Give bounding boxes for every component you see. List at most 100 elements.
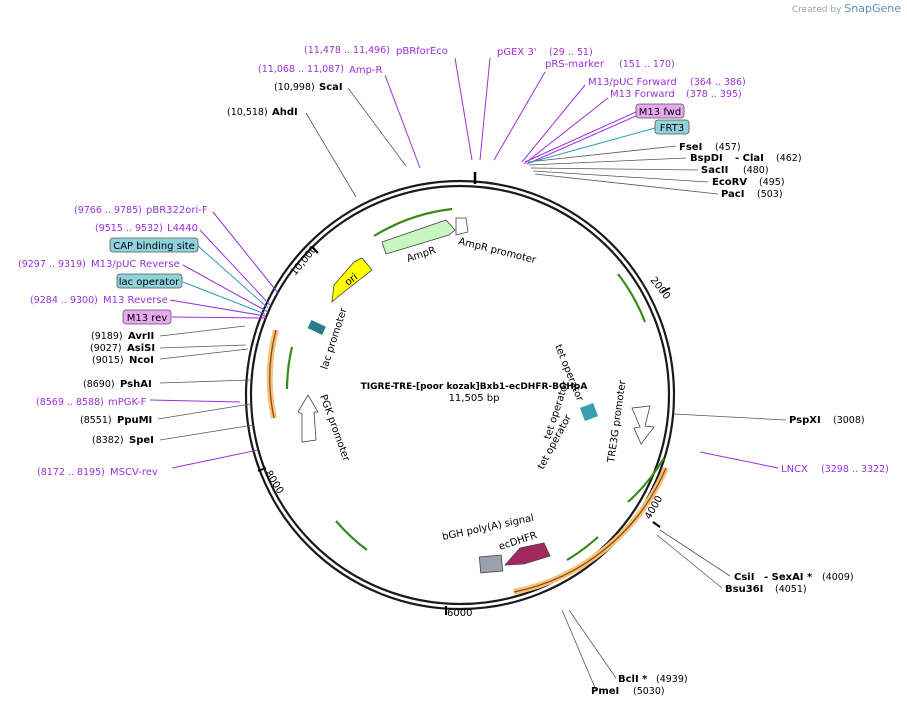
site-paci-pos: (503) (757, 189, 783, 200)
box-lac-operator (116, 273, 183, 289)
site-ecorv-pos: (495) (759, 177, 785, 188)
site-scai: ScaI (319, 82, 343, 93)
site-ppumi: PpuMI (117, 415, 152, 426)
site-csii-sep: - SexAI * (764, 572, 813, 583)
box-lac-operator-label: lac operator (119, 277, 180, 288)
feature-ampr: AmpR (406, 245, 438, 265)
site-bcli-pos: (4939) (656, 674, 688, 685)
ampr-arrow (381, 219, 456, 255)
ori-arrow (331, 257, 373, 303)
orf-arrow-5 (335, 520, 368, 551)
site-bspdi: BspDI (690, 153, 723, 164)
primer-pbrforeco-pos: (11,478 .. 11,496) (304, 45, 390, 56)
primer-m13puc-reverse: M13/pUC Reverse (91, 259, 180, 270)
primer-ampr-pos: (11,068 .. 11,087) (258, 64, 344, 75)
primer-pgex3: pGEX 3' (497, 47, 537, 58)
site-asisi-pos: (9027) (90, 343, 122, 354)
primer-pbrforeco: pBRforEco (396, 46, 448, 57)
site-bspdi-sep: - ClaI (735, 153, 764, 164)
site-ncoi: NcoI (129, 355, 154, 366)
pgk-promoter-arrow (297, 394, 319, 443)
primer-m13-reverse-pos: (9284 .. 9300) (30, 295, 98, 306)
primer-lncx: LNCX (781, 464, 808, 475)
site-asisi: AsiSI (127, 343, 155, 354)
box-frt3 (654, 119, 690, 135)
site-pshai-pos: (8690) (83, 379, 115, 390)
orf-arrow-4 (566, 536, 599, 561)
site-pshai: PshAI (120, 379, 152, 390)
plasmid-name: TIGRE-TRE-[poor kozak]Bxb1-ecDHFR-BGHpA (361, 382, 588, 392)
primer-pbr322ori-f-pos: (9766 .. 9785) (74, 205, 142, 216)
orf-arrow-6 (285, 346, 294, 390)
credit-prefix: Created by (791, 5, 842, 15)
orf-arrow-1 (373, 207, 453, 237)
site-bsu36i-pos: (4051) (775, 584, 807, 595)
site-ecorv: EcoRV (712, 177, 747, 188)
site-pmei-pos: (5030) (633, 686, 665, 697)
site-csii-pos: (4009) (822, 572, 854, 583)
primer-pgex3-pos: (29 .. 51) (549, 47, 593, 58)
bgh-polya-block (478, 554, 504, 574)
primer-m13puc-forward-pos: (364 .. 386) (690, 77, 746, 88)
site-paci: PacI (721, 189, 744, 200)
primer-l4440-pos: (9515 .. 9532) (95, 223, 163, 234)
orf-arc-left-line (269, 329, 277, 419)
site-ncoi-pos: (9015) (92, 355, 124, 366)
site-bspdi-pos: (462) (776, 153, 802, 164)
primer-mpgk-f: mPGK-F (108, 397, 147, 408)
site-spei-pos: (8382) (92, 435, 124, 446)
site-bcli: BclI * (618, 674, 648, 685)
site-pspxi: PspXI (789, 415, 821, 426)
ampr-promoter-arrow (455, 217, 469, 236)
primer-mscv-rev-pos: (8172 .. 8195) (37, 467, 105, 478)
backbone-outer (244, 179, 676, 611)
site-csii: CsiI (734, 572, 754, 583)
site-avrii: AvrII (128, 331, 154, 342)
site-bsu36i: Bsu36I (725, 584, 763, 595)
backbone-inner (249, 184, 671, 606)
box-m13-fwd (635, 103, 685, 119)
site-pmei: PmeI (591, 686, 619, 697)
feature-pgk-promoter: PGK promoter (317, 393, 352, 463)
orf-arrow-3 (627, 457, 665, 503)
ecdhfr-arrow (504, 542, 551, 566)
lac-promoter-block (307, 319, 326, 335)
primer-l4440: L4440 (167, 223, 198, 234)
box-m13-rev-label: M13 rev (127, 313, 168, 324)
tre3g-promoter-arrow (631, 405, 655, 445)
primer-m13-forward: M13 Forward (610, 89, 675, 100)
site-fsei: FseI (679, 142, 702, 153)
snapgene-credit: Created by SnapGene (792, 2, 901, 15)
site-avrii-pos: (9189) (91, 331, 123, 342)
feature-lac-promoter: lac promoter (319, 306, 350, 371)
box-m13-fwd-label: M13 fwd (639, 107, 681, 118)
site-sacii-pos: (480) (743, 165, 769, 176)
feature-ampr-promoter: AmpR promoter (457, 236, 538, 266)
tick-6000: 6000 (447, 608, 472, 619)
primer-lncx-pos: (3298 .. 3322) (821, 464, 889, 475)
site-sacii: SacII (701, 165, 728, 176)
primer-prs-marker: pRS-marker (545, 59, 605, 70)
tet-operator-block (580, 403, 598, 421)
primer-mscv-rev: MSCV-rev (110, 467, 158, 478)
primer-ampr: Amp-R (349, 65, 383, 76)
primer-m13puc-forward: M13/pUC Forward (588, 77, 677, 88)
site-ppumi-pos: (8551) (80, 415, 112, 426)
box-cap-binding-site (109, 237, 199, 253)
plasmid-length: 11,505 bp (449, 393, 500, 404)
site-scai-pos: (10,998) (274, 82, 315, 93)
site-pspxi-pos: (3008) (833, 415, 865, 426)
site-fsei-pos: (457) (715, 142, 741, 153)
box-frt3-label: FRT3 (660, 123, 684, 134)
site-ahdi-pos: (10,518) (227, 107, 268, 118)
primer-m13-forward-pos: (378 .. 395) (686, 89, 742, 100)
orf-arc-right-line (513, 467, 667, 593)
orf-arrow-2 (617, 273, 647, 323)
feature-tre3g-promoter: TRE3G promoter (606, 379, 629, 465)
box-cap-binding-site-label: CAP binding site (113, 241, 195, 252)
primer-m13-reverse: M13 Reverse (103, 295, 168, 306)
primer-pbr322ori-f: pBR322ori-F (146, 205, 208, 216)
snapgene-logo: SnapGene (844, 2, 901, 15)
site-spei: SpeI (129, 435, 154, 446)
